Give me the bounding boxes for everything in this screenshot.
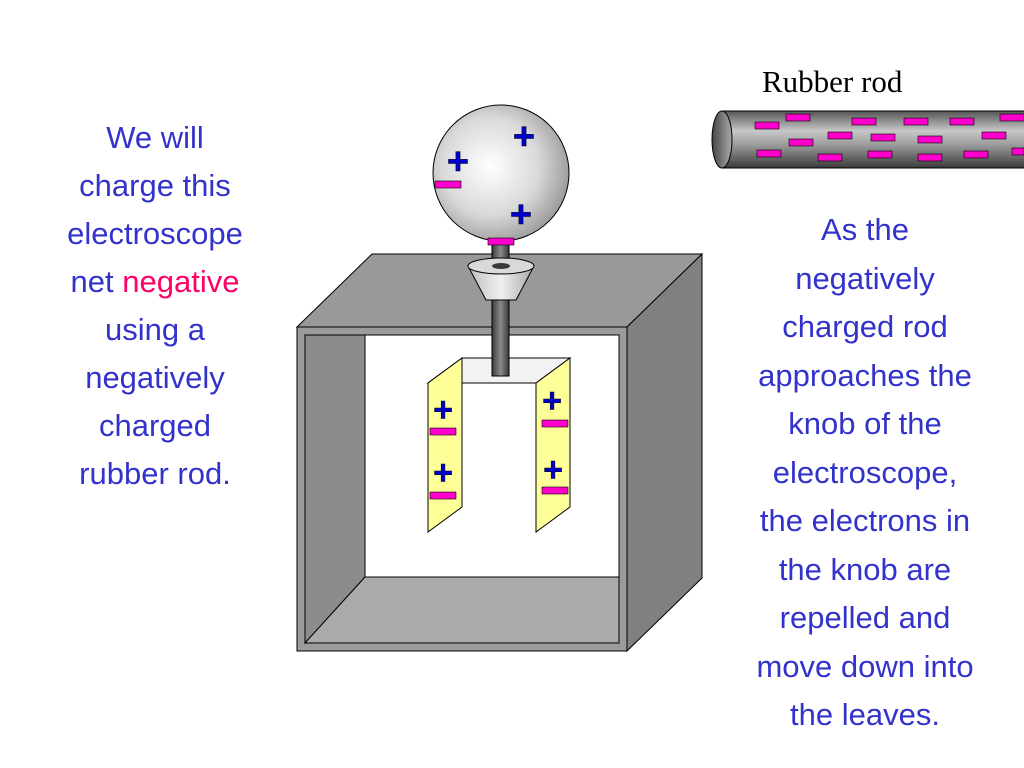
rubber-rod-label: Rubber rod bbox=[762, 64, 903, 99]
rod-negative-charge bbox=[788, 138, 814, 147]
right-caption-line: knob of the bbox=[788, 406, 942, 441]
right-caption-line: the electrons in bbox=[759, 503, 971, 538]
right-caption-line: negatively bbox=[795, 260, 935, 296]
right-caption-line: approaches the bbox=[758, 357, 972, 393]
right-caption-line: repelled and bbox=[779, 600, 951, 635]
rod-negative-charge bbox=[999, 113, 1024, 122]
left-caption-line: rubber rod. bbox=[79, 456, 231, 491]
positive-charge: + bbox=[510, 194, 532, 236]
right-caption-line: the knob are bbox=[778, 551, 952, 587]
negative-charge bbox=[487, 237, 515, 246]
right-caption-line: charged rod bbox=[782, 309, 948, 344]
insulator-funnel bbox=[467, 257, 535, 301]
rod-negative-charge bbox=[754, 121, 780, 130]
left-caption-line: using a bbox=[105, 312, 205, 347]
rod-negative-charge bbox=[917, 153, 943, 162]
positive-charge: + bbox=[447, 141, 469, 183]
electroscope-stem-lower bbox=[491, 295, 510, 377]
rod-negative-charge bbox=[756, 149, 782, 158]
left-leaf bbox=[427, 357, 463, 533]
left-caption-line: charge this bbox=[79, 168, 231, 203]
rod-negative-charge bbox=[981, 131, 1007, 140]
right-caption-line: electroscope, bbox=[772, 454, 958, 490]
left-caption-word: net bbox=[70, 264, 114, 299]
rod-negative-charge bbox=[917, 135, 943, 144]
positive-charge: + bbox=[433, 391, 453, 429]
positive-charge: + bbox=[543, 451, 563, 489]
negative-charge bbox=[541, 419, 569, 428]
rod-end-cap bbox=[711, 110, 733, 169]
box-inner-floor bbox=[303, 576, 620, 644]
left-caption-line: electroscope bbox=[67, 216, 243, 251]
right-caption-line: the leaves. bbox=[790, 697, 940, 732]
right-caption-line: move down into bbox=[756, 648, 974, 684]
negative-charge bbox=[429, 427, 457, 436]
left-caption-line: We will bbox=[106, 120, 204, 155]
negative-charge bbox=[429, 491, 457, 500]
rod-negative-charge bbox=[1011, 147, 1024, 156]
positive-charge: + bbox=[433, 454, 453, 492]
rod-negative-charge bbox=[817, 153, 843, 162]
left-caption-line: negatively bbox=[85, 360, 225, 395]
left-caption-line: charged bbox=[98, 408, 212, 443]
rod-negative-charge bbox=[949, 117, 975, 126]
rod-negative-charge bbox=[867, 150, 893, 159]
rod-negative-charge bbox=[870, 133, 896, 142]
rod-negative-charge bbox=[827, 131, 853, 140]
left-caption: We will charge this electroscope net neg… bbox=[30, 114, 280, 498]
negative-charge bbox=[541, 486, 569, 495]
rod-negative-charge bbox=[785, 113, 811, 122]
rod-negative-charge bbox=[851, 117, 877, 126]
negative-charge bbox=[434, 180, 462, 189]
rod-negative-charge bbox=[903, 117, 929, 126]
positive-charge: + bbox=[542, 382, 562, 420]
right-caption-line: As the bbox=[821, 212, 909, 247]
negative-highlight: negative bbox=[122, 264, 240, 299]
positive-charge: + bbox=[513, 116, 535, 158]
right-caption: As the negatively charged rod approaches… bbox=[718, 206, 1012, 740]
funnel-opening bbox=[492, 263, 510, 269]
rod-negative-charge bbox=[963, 150, 989, 159]
left-caption-line: net negative bbox=[30, 258, 280, 306]
charges: + + + + + + + bbox=[429, 113, 1024, 500]
